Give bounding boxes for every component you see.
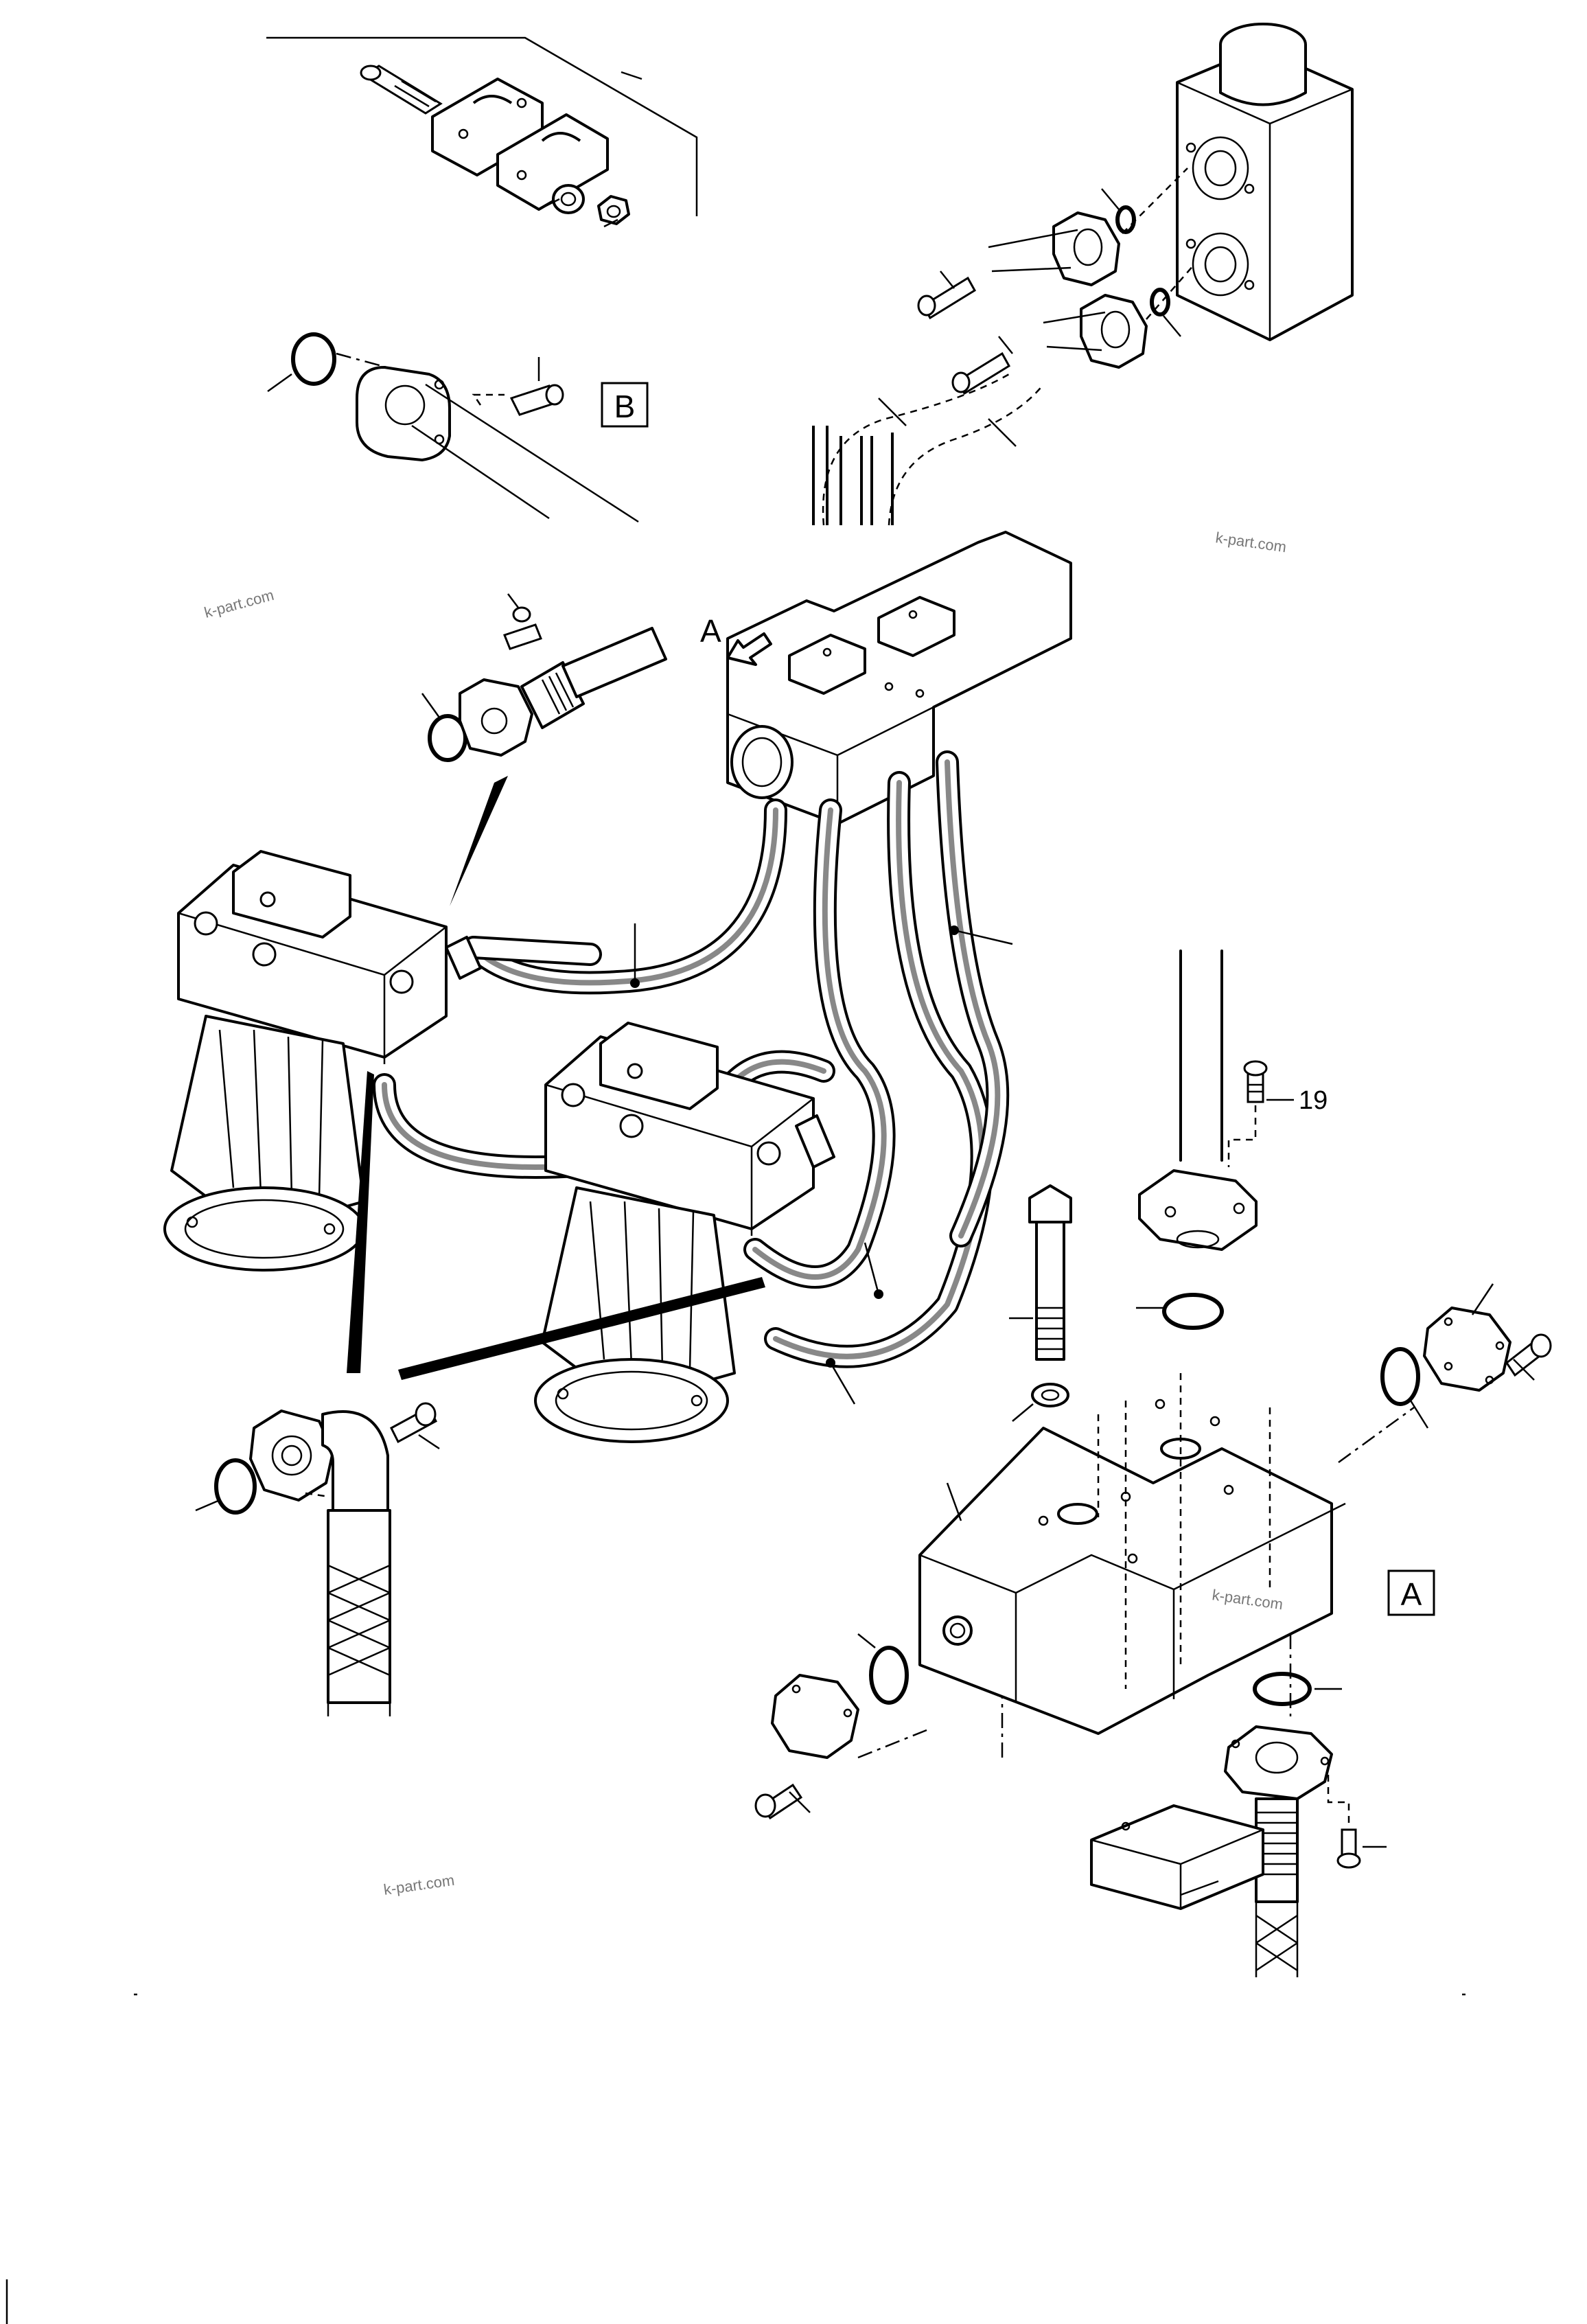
- watermark-4: k-part.com: [382, 1872, 455, 1898]
- left-motor-assembly: [163, 850, 482, 1272]
- flange-b-screw: [509, 384, 564, 416]
- callout-19-label: 19: [1299, 1086, 1328, 1115]
- cover-plate-left: [771, 1674, 859, 1759]
- bolt-washer: [1031, 1383, 1069, 1407]
- hose-fitting-upper: [421, 593, 667, 762]
- o-ring-top: [1162, 1293, 1224, 1330]
- arrow-a-label: A: [700, 613, 721, 649]
- top-valve-block-group: [1176, 23, 1354, 341]
- callout-a-label: A: [1401, 1576, 1422, 1612]
- arrow-a: [726, 632, 772, 666]
- clamp-bolt: [360, 65, 443, 115]
- bottom-flange: [1224, 1725, 1333, 1800]
- watermark-1: k-part.com: [202, 586, 276, 621]
- screw-19: [1243, 1060, 1268, 1103]
- elbow-fitting-group: [195, 1402, 440, 1716]
- o-ring-elbow: [214, 1458, 257, 1515]
- callout-a-box: [1387, 1569, 1435, 1616]
- upper-pipe-flange-19: [1138, 1169, 1258, 1251]
- watermark-2: k-part.com: [1214, 529, 1287, 555]
- long-bolt: [1028, 1184, 1072, 1223]
- upper-flange-screws: [917, 271, 1013, 395]
- detail-b-group: [267, 332, 639, 523]
- flange-b: [356, 366, 451, 461]
- clamp-detail-group: [266, 36, 698, 228]
- o-ring-right: [1380, 1347, 1420, 1406]
- clamp-nut: [597, 195, 630, 225]
- clamp-lower-half: [496, 113, 609, 211]
- o-ring-b: [291, 332, 336, 386]
- callout-b-box: [601, 382, 649, 428]
- right-motor-flange: [534, 1358, 729, 1443]
- right-motor-assembly: [534, 1022, 835, 1443]
- bottom-spacer-block: [1090, 1804, 1264, 1910]
- callout-b-label: B: [614, 389, 636, 424]
- o-ring-bottom: [1253, 1672, 1312, 1706]
- upper-pipe-flanges: [988, 168, 1195, 369]
- clamp-washer: [552, 184, 585, 214]
- manifold-a-exploded: 19: [754, 950, 1552, 1977]
- o-ring-left: [869, 1646, 909, 1705]
